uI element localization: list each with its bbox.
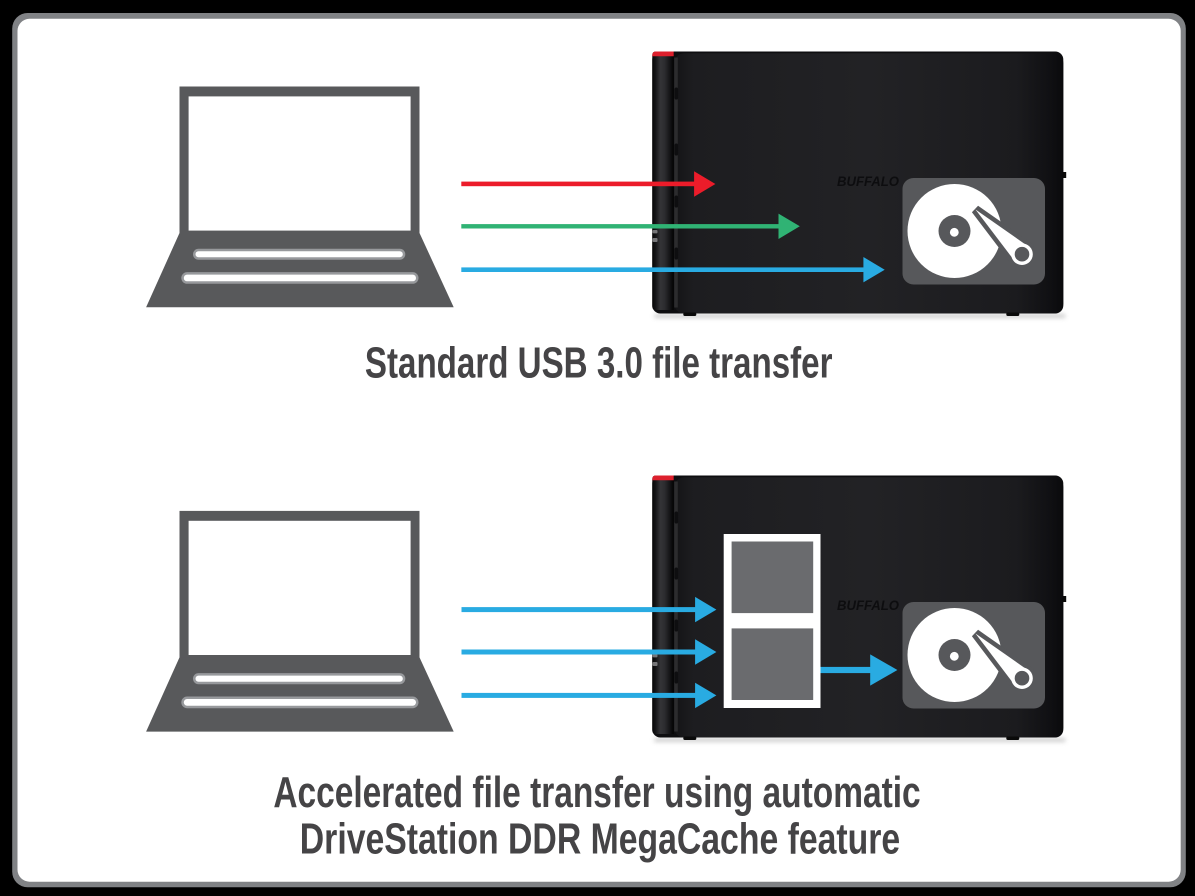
svg-text:DriveStation DDR MegaCache fea: DriveStation DDR MegaCache feature <box>300 815 900 864</box>
svg-text:Standard USB 3.0 file transfer: Standard USB 3.0 file transfer <box>365 338 833 387</box>
svg-text:Accelerated file transfer usin: Accelerated file transfer using automati… <box>273 768 920 817</box>
